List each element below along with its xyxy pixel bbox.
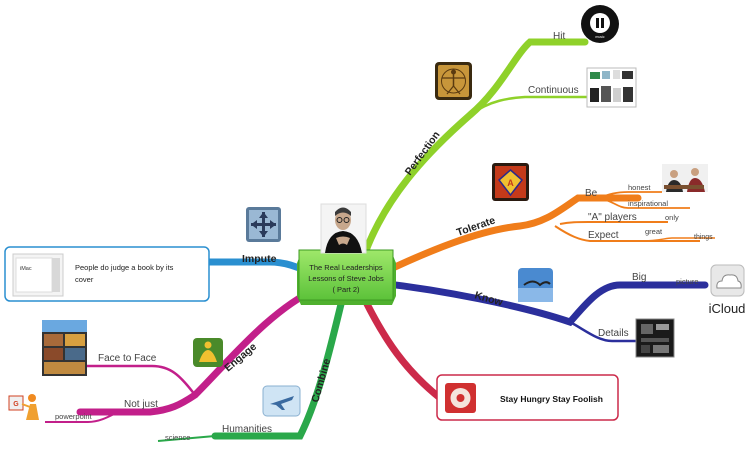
circuit-board-icon <box>635 318 675 358</box>
music-text: music <box>595 35 604 39</box>
notjust-label: Not just <box>124 399 158 410</box>
powerpoint-line <box>38 411 119 423</box>
details-label: Details <box>598 328 629 339</box>
hit-label: Hit <box>553 31 565 42</box>
continuous-line <box>469 95 588 117</box>
vitruvian-man-icon <box>435 62 472 100</box>
be-label: Be <box>585 188 598 199</box>
know-branch <box>376 279 709 327</box>
combine-label: Combine <box>309 357 333 404</box>
know-label: Know <box>473 289 505 309</box>
tolerate-branch <box>374 194 642 279</box>
tolerate-sub-line4 <box>599 191 662 199</box>
only-label: only <box>665 213 679 222</box>
tolerate-sub-line2 <box>554 225 700 242</box>
impute-box-line2: cover <box>75 275 94 284</box>
powerpoint-label: powerpoint <box>55 412 93 421</box>
stay-hungry-label: Stay Hungry Stay Foolish <box>500 394 603 404</box>
impute-label: Impute <box>242 253 277 265</box>
central-line3: ( Part 2) <box>332 285 360 294</box>
inspirational-label: inspirational <box>628 199 668 208</box>
airplane-icon <box>262 385 301 417</box>
humanities-label: Humanities <box>222 424 272 435</box>
steve-jobs-portrait <box>320 203 367 254</box>
engage-branch <box>76 284 322 416</box>
face-label: Face to Face <box>98 353 157 364</box>
a-players-label: "A" players <box>588 212 637 223</box>
science-line <box>157 435 216 442</box>
icloud-label: iCloud <box>709 301 746 316</box>
meditating-figure-icon <box>193 338 223 367</box>
svg-text:G: G <box>13 401 19 408</box>
tolerate-sub-line <box>559 221 668 225</box>
pause-music-icon[interactable]: music <box>581 5 619 43</box>
picture-label: picture <box>676 277 699 286</box>
bird-icon <box>518 268 553 302</box>
great-label: great <box>645 227 663 236</box>
science-label: science <box>165 433 190 442</box>
central-line1: The Real Leaderships <box>309 263 383 272</box>
imac-box-icon: iMac <box>12 253 64 297</box>
superman-icon: A <box>492 163 529 201</box>
svg-text:A: A <box>507 178 514 188</box>
expect-label: Expect <box>588 230 619 241</box>
tolerate-sub-line3 <box>597 197 690 209</box>
continuous-label: Continuous <box>528 85 579 96</box>
details-line <box>569 320 645 343</box>
stay-branch <box>361 296 444 402</box>
honest-label: honest <box>628 183 651 192</box>
tolerate-sub-line5 <box>639 237 715 242</box>
people-photo-icon <box>662 164 708 192</box>
impute-box-line1: People do judge a book by its <box>75 263 174 272</box>
presenter-icon: G <box>6 391 45 429</box>
thumbnails-icon <box>586 67 637 108</box>
big-label: Big <box>632 272 646 283</box>
central-node[interactable]: The Real Leaderships Lessons of Steve Jo… <box>297 249 396 305</box>
combine-branch <box>211 296 346 440</box>
imac-label: iMac <box>20 266 32 272</box>
perfection-label: Perfection <box>403 129 443 178</box>
things-label: things <box>694 234 713 241</box>
face-line <box>82 364 196 396</box>
central-line2: Lessons of Steve Jobs <box>308 274 384 283</box>
cloud-icon <box>710 264 745 297</box>
photo-collage-icon <box>42 320 87 376</box>
perfection-branch <box>356 38 589 272</box>
crossroads-icon <box>246 207 281 242</box>
stay-hungry-box[interactable]: Stay Hungry Stay Foolish <box>436 374 619 421</box>
